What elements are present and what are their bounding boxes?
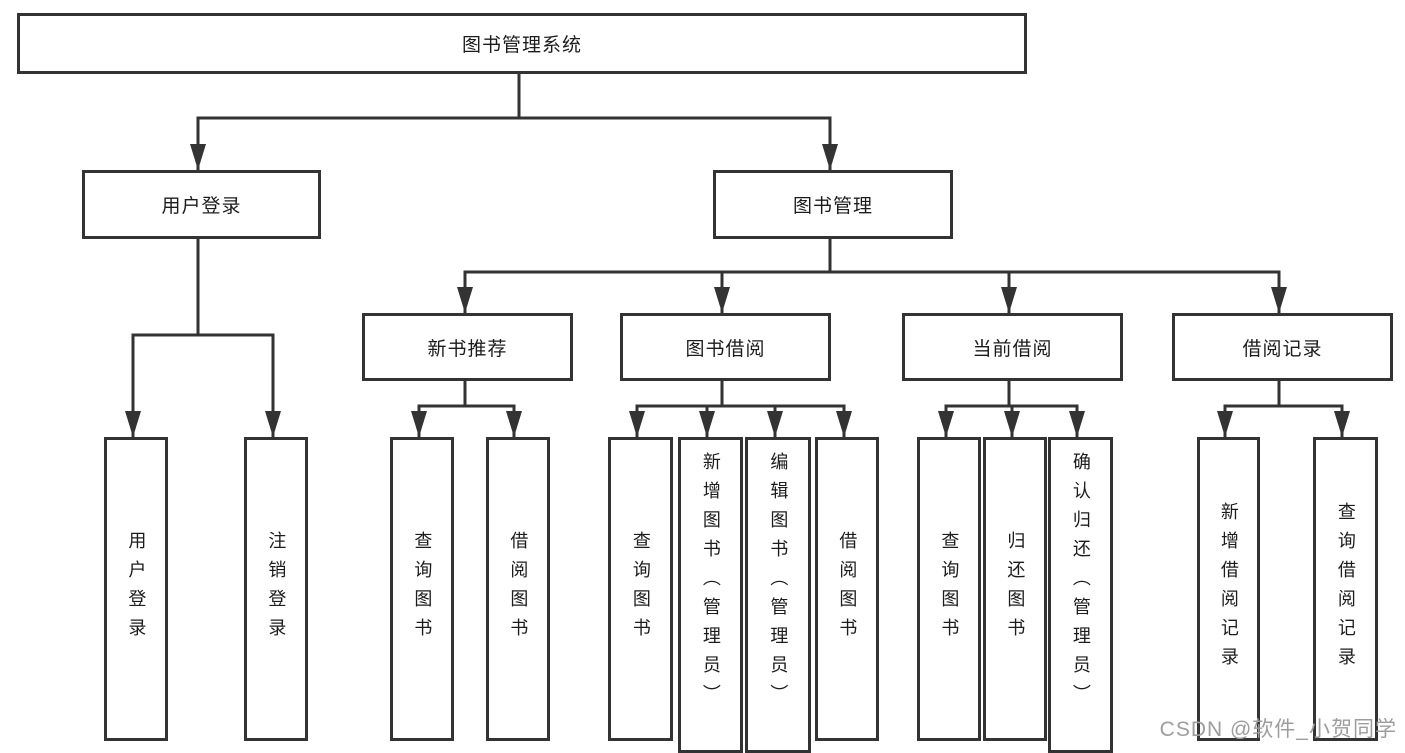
node-query-borrow-record: 查询借阅记录 (1313, 437, 1378, 741)
csdn-watermark: CSDN @软件_小贺同学 (1159, 718, 1397, 741)
node-confirm-return-admin: 确认归还（管理员） (1048, 437, 1113, 753)
node-query-books-borrow: 查询图书 (608, 437, 673, 741)
node-add-book-admin: 新增图书（管理员） (678, 437, 743, 753)
node-borrow-books: 借阅图书 (815, 437, 879, 741)
node-query-books-current: 查询图书 (917, 437, 981, 741)
node-book-management-branch: 图书管理 (713, 170, 953, 239)
node-label: 借阅图书 (508, 531, 529, 647)
node-label: 归还图书 (1005, 531, 1026, 647)
node-label: 查询图书 (939, 531, 960, 647)
node-label: 编辑图书（管理员） (768, 452, 789, 713)
tree-branches (131, 68, 1344, 408)
node-edit-book-admin: 编辑图书（管理员） (745, 437, 811, 753)
tree-arrows (125, 117, 1350, 437)
node-library-management-system: 图书管理系统 (17, 13, 1027, 74)
node-label: 借阅图书 (837, 531, 858, 647)
node-label: 查询图书 (630, 531, 651, 647)
node-label: 查询图书 (412, 531, 433, 647)
node-label: 新增图书（管理员） (700, 452, 721, 713)
node-label: 确认归还（管理员） (1070, 452, 1091, 713)
node-book-borrowing: 图书借阅 (620, 313, 831, 381)
node-label: 新增借阅记录 (1218, 502, 1239, 676)
node-borrowing-records: 借阅记录 (1172, 313, 1393, 381)
node-label: 注销登录 (266, 531, 287, 647)
node-borrow-books-recommend: 借阅图书 (486, 437, 550, 741)
node-add-borrow-record: 新增借阅记录 (1197, 437, 1260, 741)
node-new-book-recommendation: 新书推荐 (362, 313, 573, 381)
node-user-login-branch: 用户登录 (82, 170, 321, 239)
node-query-books-recommend: 查询图书 (390, 437, 454, 741)
node-current-borrowing: 当前借阅 (902, 313, 1123, 381)
node-logout: 注销登录 (244, 437, 308, 741)
node-label: 用户登录 (126, 531, 147, 647)
node-return-book: 归还图书 (983, 437, 1047, 741)
node-user-login: 用户登录 (104, 437, 168, 741)
node-label: 查询借阅记录 (1335, 502, 1356, 676)
